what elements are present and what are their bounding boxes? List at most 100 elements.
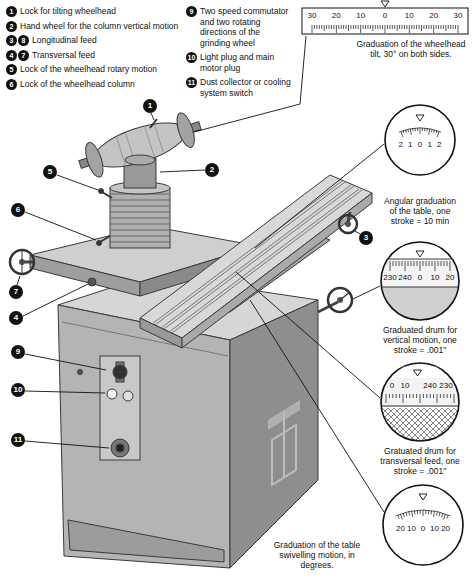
scale-tick [440, 25, 441, 29]
leader-line [151, 113, 154, 120]
scale-tick [421, 25, 422, 31]
scale-tick [445, 25, 446, 31]
scale-tick [382, 25, 383, 29]
wheelhead [75, 108, 206, 181]
scale-tick [419, 25, 420, 29]
callout-number: 6 [6, 79, 17, 90]
scale-tick [314, 25, 315, 29]
scale-number: 20 [332, 12, 341, 21]
scale-tick [435, 131, 437, 134]
scale-tick [321, 25, 322, 29]
scale-tick [433, 25, 434, 33]
leader-line [160, 170, 205, 172]
knurl-line [318, 408, 352, 442]
callout-number: 9 [11, 345, 25, 359]
wheel-guard [82, 141, 106, 180]
leader-line [255, 144, 384, 248]
callout-number: 5 [6, 64, 17, 75]
scale-tick [312, 25, 313, 33]
light-plug [107, 389, 117, 399]
scale-tick [386, 394, 387, 403]
scale-tick [403, 513, 404, 517]
lens-ground [381, 363, 459, 441]
front-handwheel [318, 288, 352, 312]
scale-tick [399, 25, 400, 29]
bellows-ribs [110, 194, 170, 242]
scale-tick [402, 261, 403, 266]
leader-line [23, 284, 88, 316]
scale-tick [405, 261, 406, 271]
scale-tick [422, 128, 423, 131]
inset-caption: Graduation of the table swivelling motio… [262, 540, 372, 571]
scale-tick [413, 394, 414, 398]
scale-tick [414, 511, 416, 515]
lens-content [399, 115, 441, 137]
callout-number: 4 [9, 311, 23, 325]
knurl-line [460, 408, 474, 442]
key-text: Two speed commutator and two rotating di… [200, 6, 292, 48]
scale-tick [423, 25, 424, 29]
leader-line [25, 212, 96, 240]
table [140, 175, 372, 348]
scale-tick [410, 129, 411, 135]
magnifier-inset: 201001020Graduation of the table swivell… [382, 484, 464, 566]
scale-tick [400, 514, 402, 520]
scale-tick [450, 394, 451, 398]
scale-number: 230 [383, 274, 396, 283]
knurl-line [348, 408, 382, 442]
scale-tick [407, 129, 409, 132]
scale-tick [420, 261, 421, 271]
lens-ground [383, 485, 463, 565]
knurl-line [456, 408, 474, 442]
lens-ground [381, 242, 459, 320]
wheel-guard [173, 111, 197, 150]
table-top [140, 175, 372, 338]
scale-tick [396, 394, 397, 398]
index-pointer [381, 1, 389, 7]
key-text: Lock for tilting wheelhead [20, 6, 116, 17]
scale-tick [454, 394, 455, 403]
scale-tick [450, 261, 451, 271]
leader-line [194, 36, 306, 132]
scale-tick [447, 394, 448, 398]
callout-number: 10 [186, 52, 197, 63]
table-side [182, 193, 372, 348]
cabinet-front [58, 305, 230, 568]
magnifier-inset: 21012Angular graduation of the table, on… [384, 104, 456, 176]
lens-content [306, 370, 474, 442]
scale-tick [444, 514, 446, 520]
key-text: Lock of the wheelhead rotary motion [20, 64, 157, 75]
scale-tick [426, 394, 427, 398]
callout-number: 9 [186, 6, 197, 17]
scale-tick [441, 261, 442, 266]
scale-tick [432, 261, 433, 266]
scale-tick [353, 25, 354, 29]
drum-edge [380, 406, 460, 407]
scale-tick [442, 513, 443, 517]
lock-lever [100, 236, 110, 242]
transversal-knob [88, 278, 96, 286]
handwheel-handle [340, 292, 350, 300]
housing-ribs [116, 124, 164, 167]
knurl-line [438, 408, 472, 442]
knurl-line [312, 408, 346, 442]
callout-number: 5 [43, 165, 57, 179]
scale-number: 2 [437, 141, 441, 150]
tilt-lock-lever [150, 119, 157, 128]
scale-tick [411, 261, 412, 266]
scale-tick [403, 394, 404, 403]
scale-tick [414, 25, 415, 29]
scale-tick [415, 128, 416, 131]
scale-tick [319, 25, 320, 29]
index-pointer [416, 115, 424, 121]
scale-number: 20 [396, 525, 405, 534]
scale-tick [333, 25, 334, 29]
callout-number: 7 [18, 50, 29, 61]
scale-tick [431, 129, 433, 132]
cabinet-side [230, 300, 318, 568]
scale-tick [350, 25, 351, 29]
leader-line [250, 300, 384, 512]
scale-number: 1 [427, 141, 431, 150]
scale-tick [414, 261, 415, 266]
knurl-line [336, 408, 370, 442]
